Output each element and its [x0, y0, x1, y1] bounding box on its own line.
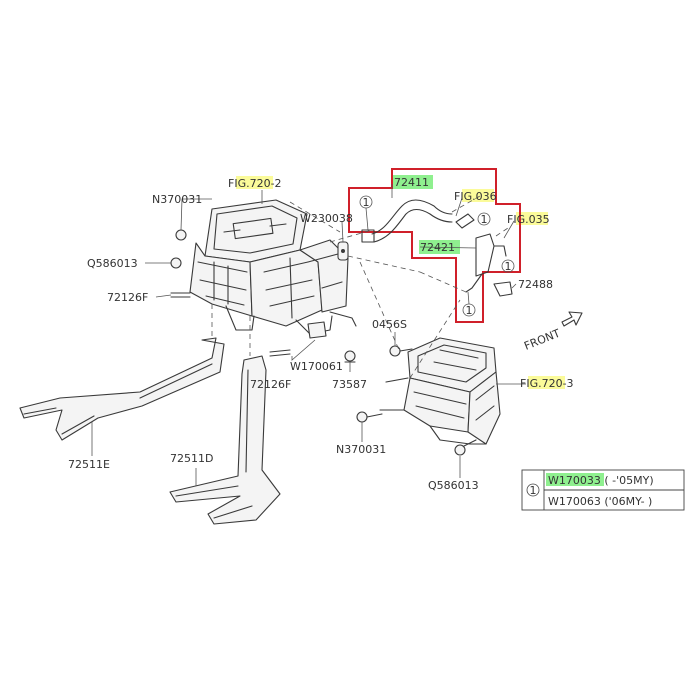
highlight-fig720-2 — [236, 176, 273, 189]
note-table-row-1: W170033 ( -'05MY) — [548, 474, 654, 487]
highlight-fig036 — [462, 189, 494, 202]
small-parts — [170, 229, 477, 456]
highlight-fig720-3 — [528, 376, 565, 389]
callout-q586013-left: Q586013 — [87, 257, 138, 270]
callout-fig720-3: FIG.720-3 — [520, 377, 574, 390]
front-indicator: FRONT — [522, 311, 583, 353]
circle-marker-label: 1 — [466, 304, 473, 317]
hose-group-outline — [348, 168, 521, 323]
callout-n370031-top: N370031 — [152, 193, 202, 206]
leader-lines — [91, 184, 526, 486]
highlight-72411 — [393, 175, 433, 189]
callout-labels: FIG.720-2 N370031 Q586013 72126F W230038… — [68, 176, 574, 492]
callout-w230038: W230038 — [300, 212, 353, 225]
reference-lines — [211, 195, 509, 379]
callout-72488: 72488 — [518, 278, 553, 291]
front-label: FRONT — [522, 327, 562, 353]
callout-n370031-bottom: N370031 — [336, 443, 386, 456]
callout-72126f-left: 72126F — [107, 291, 148, 304]
heater-unit — [189, 199, 357, 335]
label-highlights — [236, 175, 604, 486]
callout-w170061: W170061 — [290, 360, 343, 373]
circle-markers: 1 1 1 1 — [359, 195, 515, 317]
circle-marker-label: 1 — [505, 260, 512, 273]
highlight-fig035 — [516, 212, 548, 225]
callout-72421: 72421 — [420, 241, 455, 254]
note-table: 1 W170033 ( -'05MY) W170063 ('06MY- ) — [521, 469, 685, 511]
callout-fig036: FIG.036 — [454, 190, 497, 203]
callout-q586013-bottom: Q586013 — [428, 479, 479, 492]
callout-fig035: FIG.035 — [507, 213, 550, 226]
blower-unit — [379, 337, 501, 445]
circle-marker-label: 1 — [481, 213, 488, 226]
highlight-w170033 — [546, 473, 604, 486]
note-table-ref: 1 — [530, 484, 537, 497]
callout-72411: 72411 — [394, 176, 429, 189]
callout-72126f-mid: 72126F — [250, 378, 291, 391]
note-table-row-2: W170063 ('06MY- ) — [548, 495, 652, 508]
circle-marker-label: 1 — [363, 196, 370, 209]
front-arrow-icon — [561, 311, 583, 327]
callout-73587: 73587 — [332, 378, 367, 391]
callout-0456s: 0456S — [372, 318, 407, 331]
rear-ducts — [19, 337, 281, 525]
callout-72511e: 72511E — [68, 458, 110, 471]
callout-fig720-2: FIG.720-2 — [228, 177, 282, 190]
callout-72511d: 72511D — [170, 452, 213, 465]
hose-assembly — [361, 199, 513, 297]
